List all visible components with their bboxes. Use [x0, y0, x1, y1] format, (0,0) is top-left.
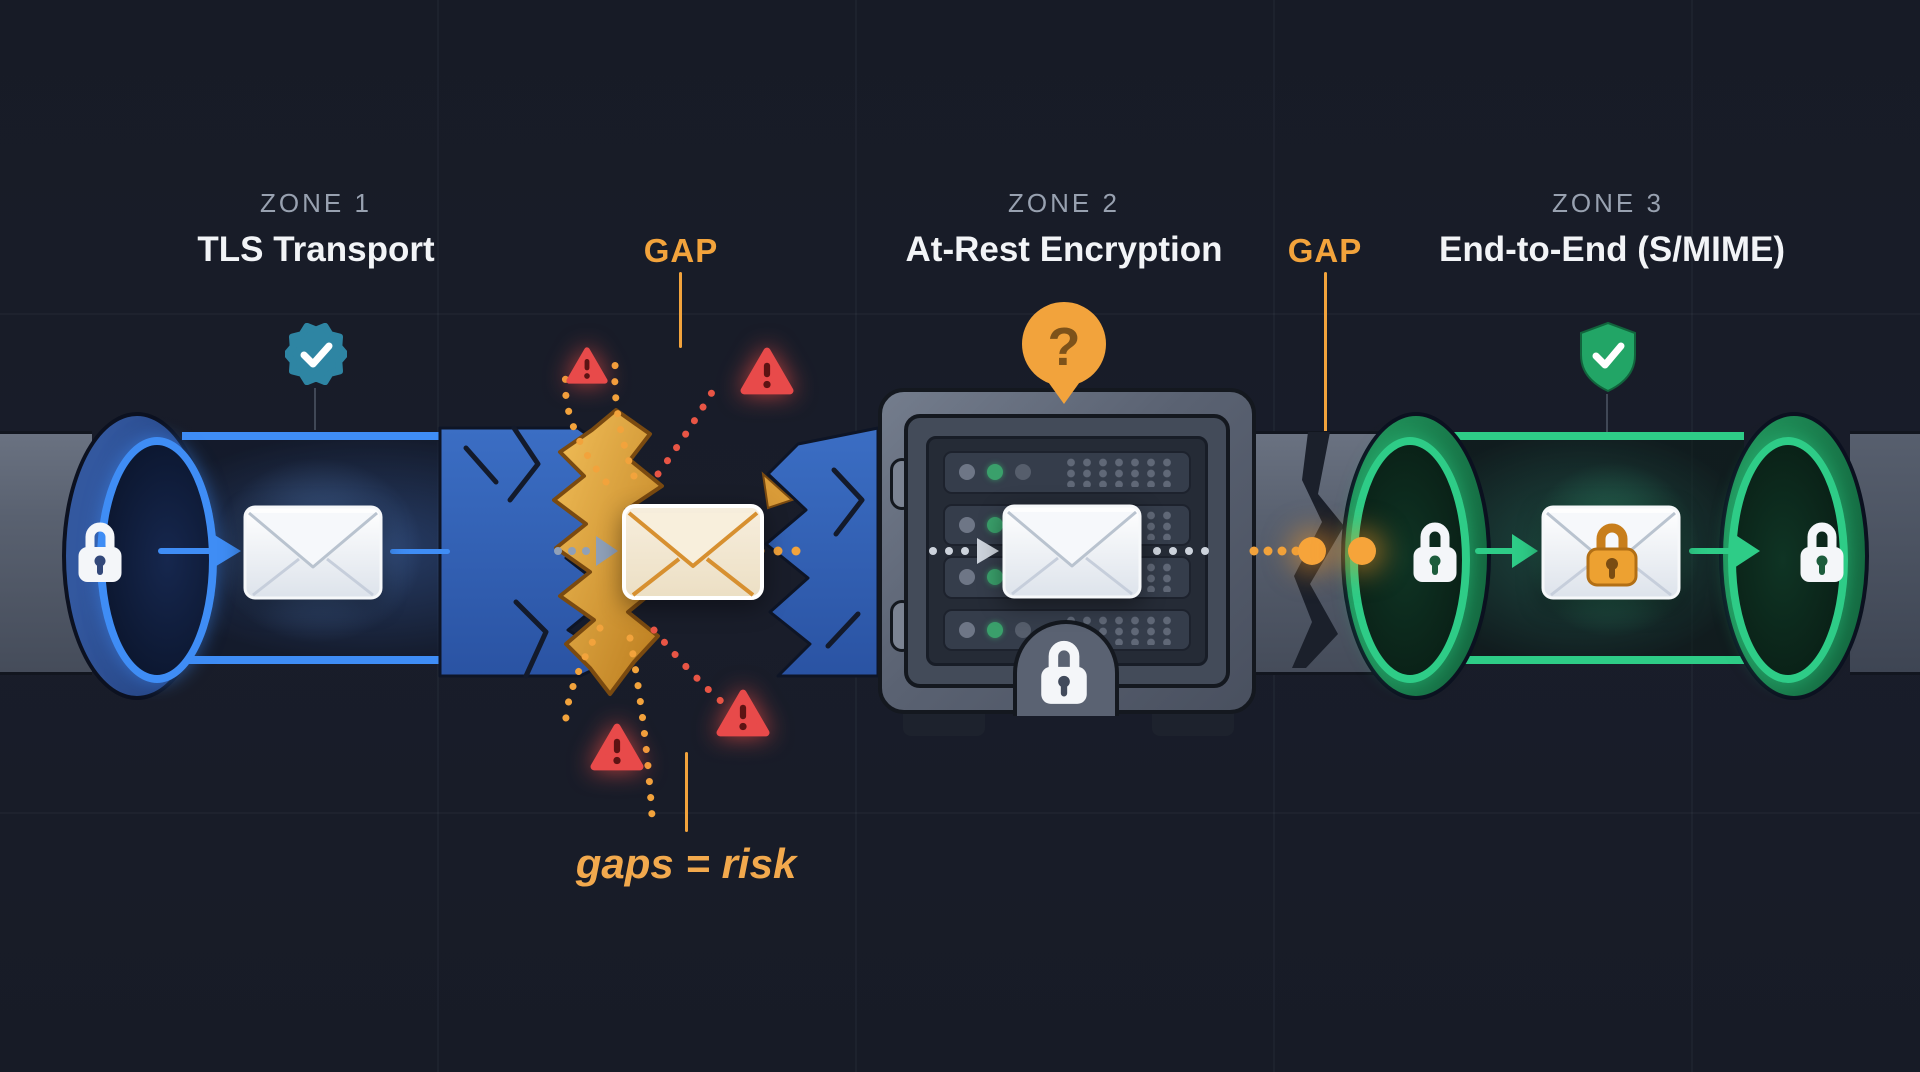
server-led-green [987, 569, 1003, 586]
question-mark: ? [1047, 317, 1081, 377]
warning-icon [716, 689, 770, 737]
gap1-label: GAP [643, 232, 719, 269]
safe-padlock-icon [1041, 640, 1087, 704]
gap2-breach-dot [1348, 537, 1376, 565]
gap2-breach-dot [1298, 537, 1326, 565]
shield-check-badge-icon [1580, 321, 1636, 393]
gap2-pointer-line [1324, 272, 1327, 506]
server-vent-dots [1063, 457, 1175, 488]
question-bubble-icon [1022, 302, 1106, 404]
zone2-eyebrow: ZONE 2 [1008, 188, 1120, 218]
zone3-title: End-to-End (S/MIME) [1438, 230, 1786, 269]
server-led-green [987, 464, 1003, 481]
safe-foot [903, 710, 985, 736]
zone2-title: At-Rest Encryption [905, 230, 1223, 269]
gap1-pointer-line-bottom [685, 752, 688, 832]
server-led [959, 569, 975, 586]
gap2-trail-dots [1249, 546, 1301, 556]
broken-tls-pipe-icon [438, 425, 880, 679]
server-led [1015, 464, 1031, 481]
safe-foot [1152, 710, 1234, 736]
zone3-exit-lock-icon [1800, 522, 1844, 582]
gap1-leak-dotted-arcs [561, 350, 726, 820]
gap1-flow-arrow-icon [554, 536, 618, 566]
zone2-envelope-icon [1002, 504, 1142, 599]
server-row [943, 451, 1191, 494]
zone2-flow-arrow-icon [929, 538, 999, 564]
zone1-eyebrow: ZONE 1 [260, 188, 372, 218]
grid-line-horizontal [0, 812, 1920, 814]
server-led-green [987, 621, 1003, 638]
risk-caption: gaps = risk [575, 840, 797, 887]
zone3-envelope-lock-icon [1586, 523, 1638, 587]
server-led [959, 516, 975, 533]
zone3-entry-arrow-icon [1475, 534, 1538, 568]
server-led [959, 621, 975, 638]
zone1-flow-line [390, 549, 450, 554]
warning-icon [740, 347, 794, 395]
zone1-ring-lock-icon [78, 522, 122, 582]
server-led-green [987, 516, 1003, 533]
zone1-badge-connector [314, 388, 316, 430]
server-led [1015, 621, 1031, 638]
zone3-exit-arrow-icon [1689, 534, 1760, 568]
zone1-flow-arrow-icon [158, 534, 241, 568]
gap2-label: GAP [1287, 232, 1363, 269]
server-led [959, 464, 975, 481]
gap1-pointer-line-top [679, 272, 682, 348]
gap1-exposed-envelope-icon [622, 504, 764, 600]
zone3-entry-lock-icon [1413, 522, 1457, 582]
warning-icon [590, 723, 644, 771]
zone1-envelope-icon [243, 505, 383, 600]
zone3-badge-connector [1606, 394, 1608, 432]
grid-line-horizontal [0, 313, 1920, 315]
zone2-flow-dots [1153, 547, 1209, 555]
verified-check-badge-icon [285, 323, 347, 385]
zone3-eyebrow: ZONE 3 [1552, 188, 1664, 218]
warning-icon [566, 347, 608, 384]
zone1-title: TLS Transport [197, 230, 435, 269]
